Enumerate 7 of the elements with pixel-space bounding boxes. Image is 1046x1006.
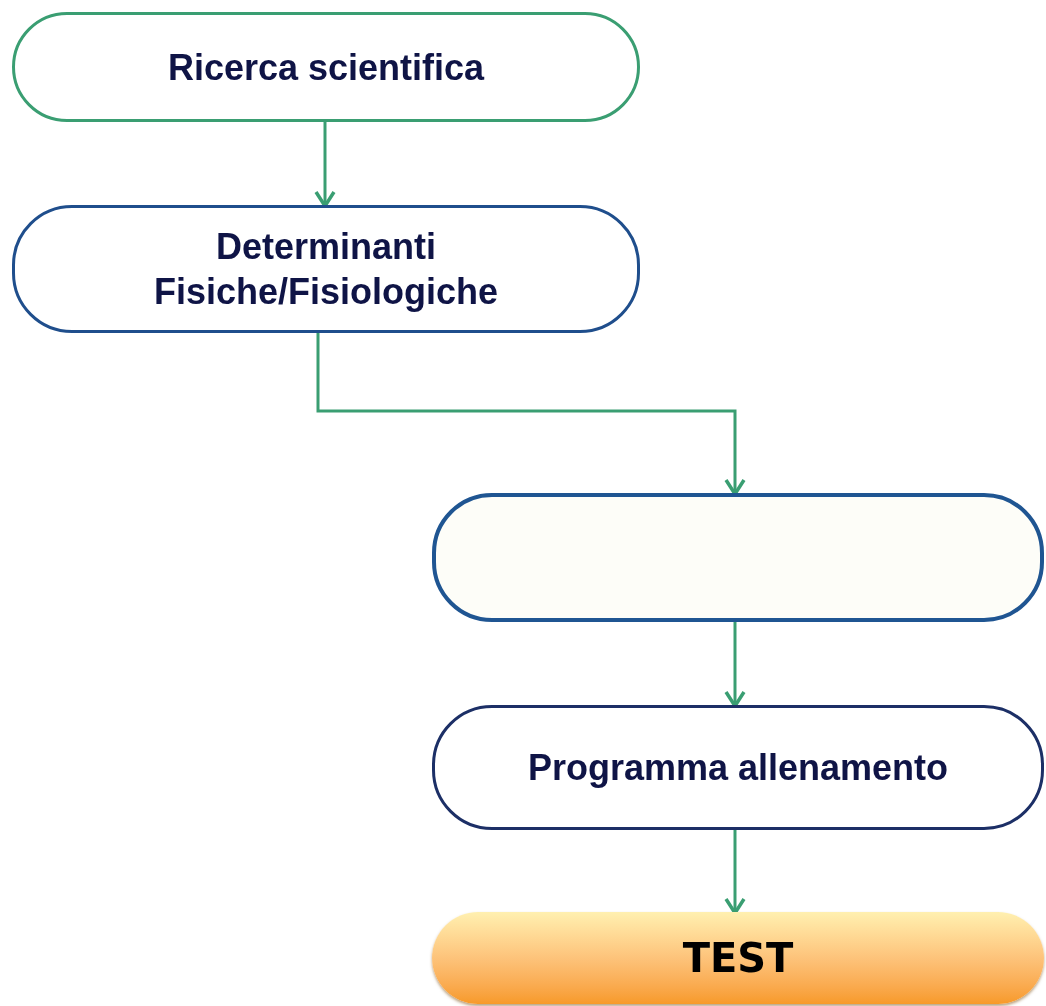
arrow [724,830,746,915]
node-label: Ricerca scientifica [166,45,486,90]
node-label: Programma allenamento [526,746,950,790]
node-label: Determinanti Fisiche/Fisiologiche [152,225,500,314]
node-label: TEST [681,934,795,983]
rounded-box [432,912,1044,1004]
arrow [316,333,746,496]
